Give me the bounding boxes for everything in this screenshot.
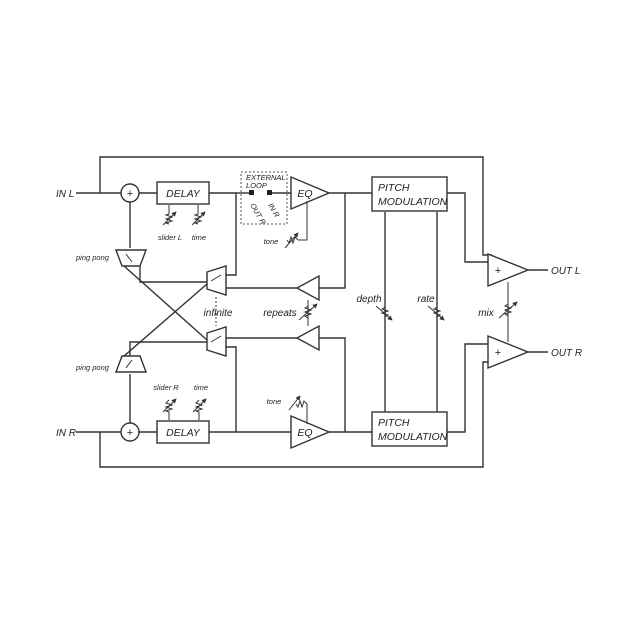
ping-pong-left-label: ping pong	[75, 253, 110, 262]
time-l-label: time	[192, 233, 206, 242]
pitch-modulation-right: PITCH MODULATION	[371, 411, 448, 447]
input-label-right: IN R	[56, 428, 76, 439]
slider-r-label: slider R	[153, 383, 179, 392]
wire	[139, 266, 207, 283]
tone-r-label: tone	[267, 397, 282, 406]
repeats-control[interactable]: repeats	[263, 300, 318, 326]
slider-l-label: slider L	[158, 233, 182, 242]
loop-send-jack[interactable]	[249, 190, 254, 195]
svg-text:MODULATION: MODULATION	[378, 196, 448, 208]
loop-return-jack[interactable]	[267, 190, 272, 195]
output-label-left: OUT L	[551, 266, 580, 277]
eq-left: EQ	[290, 175, 331, 211]
wire	[209, 346, 237, 433]
wire	[129, 341, 207, 356]
external-loop-block: EXTERNAL LOOP OUT R IN R	[240, 171, 288, 227]
rate-control[interactable]: rate	[417, 294, 445, 321]
ping-pong-switch-left[interactable]: ping pong	[75, 249, 148, 267]
output-mixer-right: +	[487, 334, 530, 370]
depth-control[interactable]: depth	[356, 294, 393, 321]
svg-text:EQ: EQ	[297, 427, 312, 439]
output-mixer-left: +	[487, 252, 530, 288]
input-label-left: IN L	[56, 189, 74, 200]
svg-text:+: +	[495, 347, 501, 359]
mix-label: mix	[478, 308, 495, 319]
wire	[209, 192, 237, 276]
svg-text:+: +	[127, 188, 133, 200]
time-l-control[interactable]: time	[191, 205, 206, 242]
loop-in-label: IN R	[266, 202, 282, 220]
ping-pong-right-label: ping pong	[75, 363, 110, 372]
svg-text:DELAY: DELAY	[166, 188, 201, 200]
svg-text:EXTERNAL: EXTERNAL	[246, 173, 286, 182]
dry-path-left	[99, 156, 492, 256]
tone-l-control[interactable]: tone	[264, 201, 308, 249]
output-label-right: OUT R	[551, 348, 582, 359]
pitch-modulation-left: PITCH MODULATION	[371, 176, 448, 212]
svg-text:+: +	[495, 265, 501, 277]
mix-control[interactable]: mix	[478, 282, 518, 342]
infinite-switch[interactable]: infinite	[204, 265, 233, 357]
tone-r-control[interactable]: tone	[267, 395, 308, 424]
infinite-label: infinite	[204, 308, 233, 319]
loop-out-label: OUT R	[248, 202, 268, 227]
slider-r-control[interactable]: slider R	[153, 383, 179, 420]
delay-block-left: DELAY	[156, 181, 210, 205]
dry-path-right	[99, 361, 492, 468]
svg-text:LOOP: LOOP	[246, 181, 267, 190]
summer-left: +	[120, 183, 140, 203]
svg-text:PITCH: PITCH	[378, 182, 410, 194]
svg-text:EQ: EQ	[297, 188, 312, 200]
wire	[447, 192, 488, 263]
svg-text:+: +	[127, 427, 133, 439]
delay-block-right: DELAY	[156, 420, 210, 444]
svg-text:MODULATION: MODULATION	[378, 431, 448, 443]
feedback-path-left	[319, 193, 346, 289]
wire	[447, 343, 488, 433]
ping-pong-switch-right[interactable]: ping pong	[75, 355, 148, 373]
repeats-buffer-left	[295, 274, 320, 302]
summer-right: +	[120, 422, 140, 442]
cross-wire	[123, 265, 208, 341]
depth-label: depth	[356, 294, 381, 305]
cross-wire	[123, 283, 208, 357]
repeats-label: repeats	[263, 308, 296, 319]
eq-right: EQ	[290, 414, 331, 450]
svg-text:DELAY: DELAY	[166, 427, 201, 439]
time-r-label: time	[194, 383, 208, 392]
svg-text:PITCH: PITCH	[378, 417, 410, 429]
tone-l-label: tone	[264, 237, 279, 246]
repeats-buffer-right	[295, 324, 320, 352]
feedback-path-right	[319, 337, 346, 432]
rate-label: rate	[417, 294, 435, 305]
time-r-control[interactable]: time	[192, 383, 208, 420]
slider-l-control[interactable]: slider L	[158, 205, 182, 242]
